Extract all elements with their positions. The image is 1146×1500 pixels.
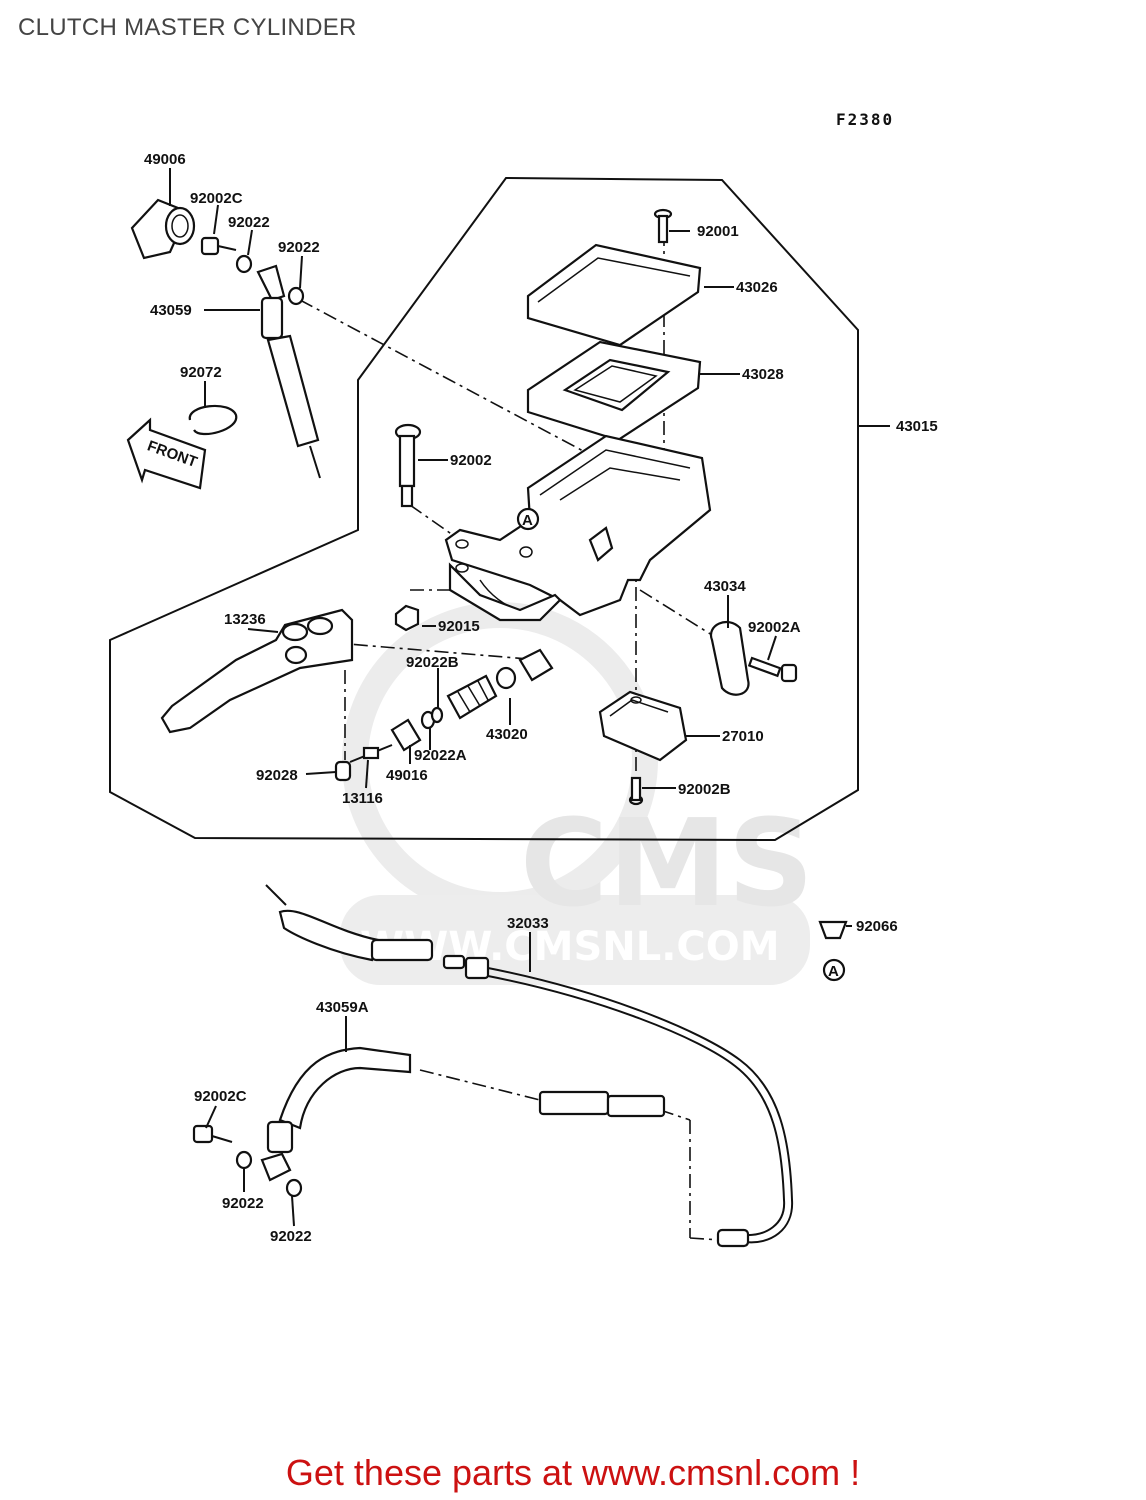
- lower-hose-43059a: [260, 1046, 666, 1182]
- holder-43034: [709, 621, 798, 696]
- nut-92015: [394, 604, 420, 632]
- part-labels: 49006 92002C 92022 92022 43059 92072 920…: [144, 151, 938, 1245]
- hose-32033: [265, 884, 794, 1248]
- label-13236: 13236: [224, 611, 266, 628]
- label-92028: 92028: [256, 767, 298, 784]
- assembly-outline: [109, 176, 859, 842]
- marker-a-bottom: A: [822, 958, 846, 982]
- label-49006: 49006: [144, 151, 186, 168]
- label-92022-upper-a: 92022: [228, 214, 270, 231]
- label-43034: 43034: [704, 578, 746, 595]
- upper-hose-43059: [256, 264, 321, 479]
- screw-92002b: [628, 776, 644, 806]
- banjo-cover-49006: [130, 198, 196, 260]
- watermark-logo-text: CMS: [520, 795, 814, 934]
- reservoir-cap-43026: [526, 243, 702, 347]
- exploded-parts-diagram: CMS WWW.CMSNL.COM: [109, 151, 938, 1248]
- diagram-code: F2380: [836, 110, 895, 129]
- label-92022a: 92022A: [414, 747, 467, 764]
- push-rod-13116: [349, 744, 393, 763]
- label-92022b: 92022B: [406, 654, 459, 671]
- piston-assembly-43020: [446, 648, 554, 720]
- label-92002: 92002: [450, 452, 492, 469]
- footer-link[interactable]: Get these parts at www.cmsnl.com !: [285, 1452, 861, 1493]
- cap-92066: [818, 920, 848, 940]
- label-43059: 43059: [150, 302, 192, 319]
- label-92022-lower-b: 92022: [270, 1228, 312, 1245]
- marker-a-top: A: [516, 507, 540, 531]
- label-92001: 92001: [697, 223, 739, 240]
- label-43026: 43026: [736, 279, 778, 296]
- label-43028: 43028: [742, 366, 784, 383]
- label-32033: 32033: [507, 915, 549, 932]
- screw-92002: [394, 423, 422, 508]
- label-92002c-lower: 92002C: [194, 1088, 247, 1105]
- marker-a-top-text: A: [522, 512, 533, 529]
- label-92022-upper-b: 92022: [278, 239, 320, 256]
- banjo-bolt-lower: [192, 1124, 303, 1198]
- label-92022-lower-a: 92022: [222, 1195, 264, 1212]
- label-49016: 49016: [386, 767, 428, 784]
- label-92002a: 92002A: [748, 619, 801, 636]
- banjo-bolt-upper: [200, 236, 305, 306]
- dust-boot-49016: [390, 706, 444, 752]
- label-92066: 92066: [856, 918, 898, 935]
- label-13116: 13116: [342, 790, 383, 807]
- label-27010: 27010: [722, 728, 764, 745]
- clamp-92072: [188, 404, 238, 435]
- diaphragm-43028: [526, 340, 702, 442]
- master-cylinder-body: [444, 434, 712, 622]
- label-92015: 92015: [438, 618, 480, 635]
- front-arrow-icon: FRONT: [126, 417, 207, 490]
- label-92002b: 92002B: [678, 781, 731, 798]
- label-43015: 43015: [896, 418, 938, 435]
- switch-27010: [598, 690, 688, 762]
- screw-92001: [653, 208, 673, 244]
- clutch-lever-13236: [160, 608, 354, 734]
- page-title: CLUTCH MASTER CYLINDER: [18, 14, 357, 41]
- label-43020: 43020: [486, 726, 528, 743]
- label-43059a: 43059A: [316, 999, 369, 1016]
- marker-a-bottom-text: A: [828, 963, 839, 980]
- label-92002c-upper: 92002C: [190, 190, 243, 207]
- cap-92028: [334, 760, 352, 782]
- leader-lines: [169, 168, 890, 1227]
- label-92072: 92072: [180, 364, 222, 381]
